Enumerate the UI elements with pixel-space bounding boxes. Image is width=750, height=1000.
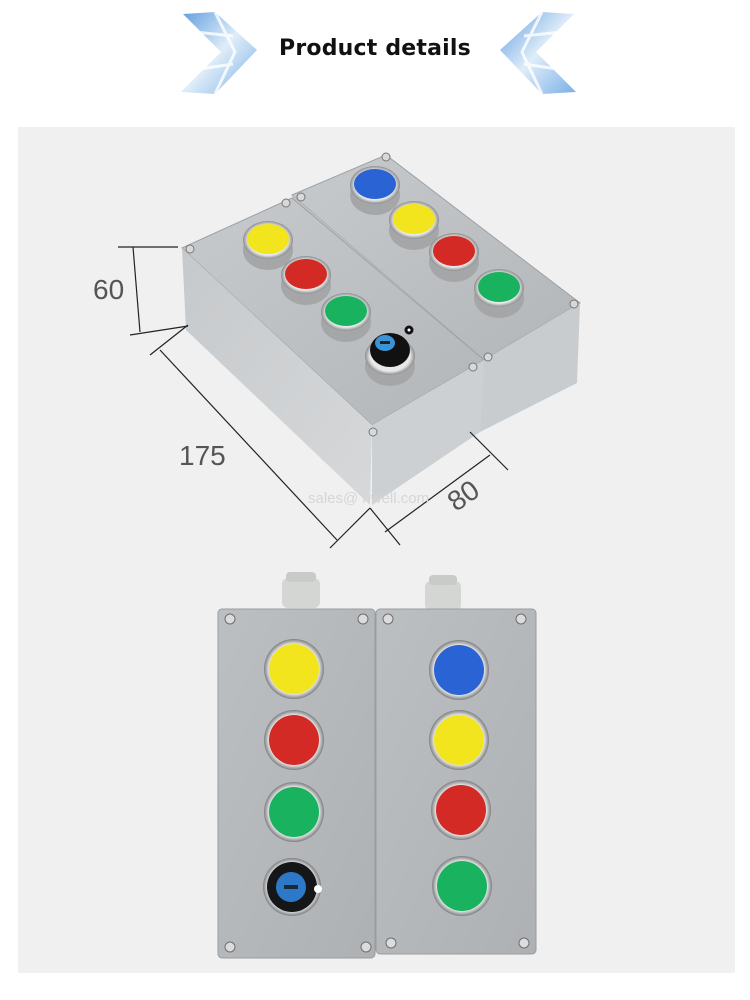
chevron-left-decorative-icon	[500, 11, 576, 95]
watermark-text: sales@ nwell.com	[308, 490, 430, 507]
front-left-buttons	[263, 639, 324, 916]
section-header: Product details	[0, 0, 750, 110]
cable-gland-right	[425, 575, 461, 611]
front-right-buttons	[429, 640, 492, 916]
dimension-length-label: 175	[179, 440, 226, 471]
top-right-buttons	[350, 166, 524, 318]
top-left-buttons	[243, 221, 415, 386]
dimension-height-label: 60	[93, 274, 125, 305]
section-title: Product details	[279, 36, 471, 61]
cable-gland-left	[282, 572, 320, 608]
dimension-lines	[118, 246, 509, 549]
chevron-right-decorative-icon	[181, 11, 257, 95]
